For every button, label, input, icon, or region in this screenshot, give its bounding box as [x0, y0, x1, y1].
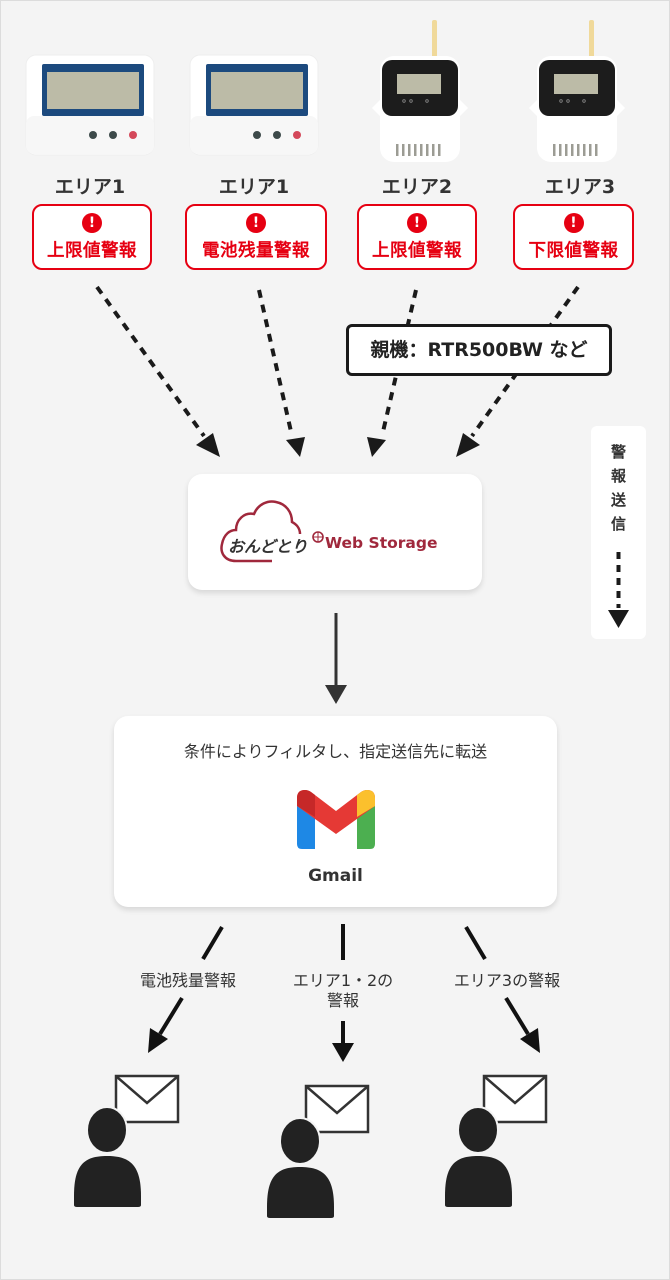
route-label-battery: 電池残量警報 — [139, 971, 236, 990]
dashed-arrow-1 — [95, 285, 206, 438]
recipient-1 — [74, 1074, 180, 1207]
gmail-card: 条件によりフィルタし、指定送信先に転送 Gmail — [114, 716, 557, 907]
arrowhead-2 — [286, 437, 305, 457]
alert-badge-3: ! 上限値警報 — [357, 204, 477, 270]
filter-description: 条件によりフィルタし、指定送信先に転送 — [183, 742, 488, 761]
wireless-logger-device-3 — [370, 16, 470, 166]
arrowhead-4 — [456, 433, 480, 457]
area-label-4: エリア3 — [544, 176, 616, 198]
alert-badge-2: ! 電池残量警報 — [185, 204, 327, 270]
person-body-icon — [445, 1156, 512, 1207]
person-head-icon — [279, 1117, 321, 1165]
alert-send-note: 警 報 送 信 — [591, 426, 646, 639]
ondotori-web-storage-logo: おんどとり Web Storage — [220, 500, 437, 563]
alert-send-text: 警 報 送 信 — [591, 440, 646, 536]
dashed-arrow-3 — [380, 289, 418, 437]
arrowhead-3 — [367, 437, 386, 457]
warning-icon: ! — [82, 213, 102, 233]
alert-text: 電池残量警報 — [202, 241, 310, 261]
logo-english-text: Web Storage — [325, 534, 437, 552]
area-label-3: エリア2 — [381, 176, 453, 198]
route-arrow-3-top — [464, 925, 487, 961]
note-char: 信 — [610, 515, 626, 533]
logger-device-2 — [186, 54, 322, 162]
alert-badge-4: ! 下限値警報 — [513, 204, 634, 270]
web-storage-card: おんどとり Web Storage — [188, 474, 482, 590]
area-label-2: エリア1 — [218, 176, 290, 198]
alert-text: 下限値警報 — [528, 241, 619, 261]
recipient-3 — [445, 1074, 548, 1207]
alert-badge-1: ! 上限値警報 — [32, 204, 152, 270]
route-arrowhead-3 — [520, 1028, 540, 1053]
person-head-icon — [457, 1106, 499, 1154]
warning-icon: ! — [407, 213, 427, 233]
route-arrow-3-bottom — [504, 996, 530, 1036]
alert-text: 上限値警報 — [372, 241, 462, 261]
note-char: 送 — [610, 491, 626, 509]
warning-icon: ! — [563, 213, 584, 233]
route-label-area3: エリア3の警報 — [453, 971, 561, 990]
person-body-icon — [74, 1156, 141, 1207]
note-char: 報 — [610, 467, 626, 485]
route-label-line1: エリア1・2の — [292, 971, 394, 990]
area-label-1: エリア1 — [54, 176, 126, 198]
route-arrowhead-1 — [148, 1028, 168, 1053]
recipient-2 — [267, 1084, 370, 1218]
wireless-logger-device-4 — [527, 16, 627, 166]
logger-device-1 — [22, 54, 158, 162]
logo-japanese-text: おんどとり — [228, 537, 308, 556]
arrowhead-1 — [196, 433, 220, 457]
dashed-arrow-2 — [257, 289, 294, 437]
route-label-area12: エリア1・2の 警報 — [270, 971, 416, 1011]
parent-unit-label: 親機：RTR500BW など — [346, 324, 612, 376]
gmail-icon — [297, 790, 375, 849]
route-arrowhead-2 — [332, 1043, 354, 1062]
person-body-icon — [267, 1167, 334, 1218]
person-head-icon — [86, 1106, 128, 1154]
route-arrow-1-bottom — [158, 996, 184, 1036]
route-arrow-1-top — [201, 925, 224, 961]
note-char: 警 — [610, 443, 626, 461]
arrowhead-storage-to-gmail — [325, 685, 347, 704]
warning-icon: ! — [246, 213, 266, 233]
alert-text: 上限値警報 — [47, 241, 137, 261]
dotted-down-arrow-icon — [608, 552, 629, 628]
gmail-label: Gmail — [308, 866, 363, 886]
route-label-line2: 警報 — [326, 991, 359, 1010]
